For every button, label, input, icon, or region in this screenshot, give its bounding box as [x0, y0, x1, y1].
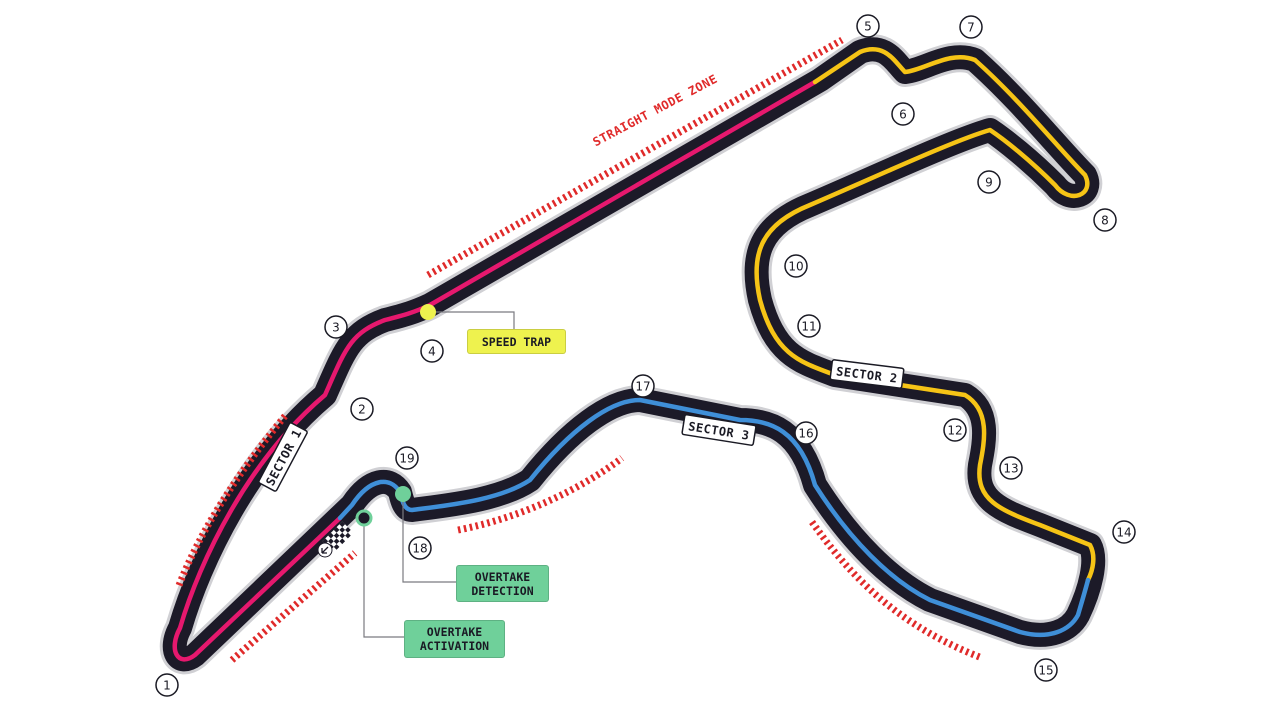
turn-marker-2: 2: [350, 397, 374, 421]
turn-number: 14: [1116, 526, 1131, 540]
speed-trap-marker: [420, 304, 436, 320]
speed-trap-leader: [428, 311, 515, 332]
turn-marker-15: 15: [1034, 658, 1058, 682]
overtake-activation-leader: [363, 518, 404, 638]
turn-marker-16: 16: [794, 421, 818, 445]
overtake-activation-label-line1: OVERTAKE: [426, 625, 483, 639]
turn-number: 13: [1003, 462, 1018, 476]
turn-circle: [350, 397, 374, 421]
turn-circle: [395, 446, 419, 470]
turn-marker-17: 17: [631, 374, 655, 398]
turn-circle: [420, 339, 444, 363]
speed-trap-label: SPEED TRAP: [481, 334, 552, 349]
turn-marker-9: 9: [977, 170, 1001, 194]
turn-number: 11: [801, 320, 816, 334]
turn-circle: [943, 418, 967, 442]
turn-marker-18: 18: [408, 536, 432, 560]
turn-circle: [797, 314, 821, 338]
turn-circle: [631, 374, 655, 398]
overtake-activation-label-line2: ACTIVATION: [419, 639, 490, 653]
turn-number: 8: [1101, 214, 1109, 228]
turn-circle: [794, 421, 818, 445]
turn-circle: [408, 536, 432, 560]
turn-number: 18: [412, 542, 427, 556]
turn-circle: [977, 170, 1001, 194]
turn-circle: [1034, 658, 1058, 682]
turn-marker-10: 10: [784, 254, 808, 278]
turn-circle: [324, 315, 348, 339]
turn-number: 19: [399, 452, 414, 466]
turn-circle: [1112, 520, 1136, 544]
speed-trap-callout: SPEED TRAP: [467, 329, 566, 354]
turn-marker-4: 4: [420, 339, 444, 363]
turn-number: 16: [798, 427, 813, 441]
turn-number: 10: [788, 260, 803, 274]
turn-number: 6: [899, 108, 907, 122]
turn-marker-1: 1: [155, 673, 179, 697]
turn-marker-11: 11: [797, 314, 821, 338]
turn-marker-13: 13: [999, 456, 1023, 480]
turn-marker-7: 7: [959, 15, 983, 39]
turn-marker-12: 12: [943, 418, 967, 442]
turn-number: 17: [635, 380, 650, 394]
zone-start-finish-left: [174, 413, 288, 590]
overtake-detection-label-line2: DETECTION: [471, 583, 534, 598]
turn-number: 5: [864, 20, 872, 34]
overtake-detection-marker: [395, 486, 411, 502]
zone-kemmel-straight: [426, 36, 844, 279]
turn-marker-3: 3: [324, 315, 348, 339]
turn-number: 7: [967, 21, 975, 35]
turn-circle: [999, 456, 1023, 480]
turn-marker-19: 19: [395, 446, 419, 470]
turn-number: 1: [163, 679, 171, 693]
overtake-activation-callout: OVERTAKE ACTIVATION: [404, 620, 505, 658]
turn-number: 9: [985, 176, 993, 190]
turn-number: 2: [358, 403, 366, 417]
turn-marker-6: 6: [891, 102, 915, 126]
turn-marker-14: 14: [1112, 520, 1136, 544]
overtake-detection-label-line1: OVERTAKE: [474, 569, 531, 584]
turn-circle: [856, 14, 880, 38]
turn-circle: [784, 254, 808, 278]
turn-marker-5: 5: [856, 14, 880, 38]
turn-number: 12: [947, 424, 962, 438]
turn-circle: [959, 15, 983, 39]
turn-circle: [155, 673, 179, 697]
turn-circle: [891, 102, 915, 126]
turn-number: 3: [332, 321, 340, 335]
turn-circle: [1093, 208, 1117, 232]
sector-2-label: SECTOR 2: [829, 359, 905, 389]
overtake-detection-callout: OVERTAKE DETECTION: [456, 565, 549, 602]
zone-blanchimont: [809, 519, 984, 662]
straight-mode-zones: [174, 36, 984, 663]
sector-2-line: [754, 47, 1096, 583]
overtake-detection-leader: [402, 494, 456, 583]
sector-3-line: [337, 397, 1091, 638]
turn-number: 4: [428, 345, 436, 359]
sector-3-label: SECTOR 3: [681, 414, 757, 446]
turn-marker-8: 8: [1093, 208, 1117, 232]
turn-number: 15: [1038, 664, 1053, 678]
direction-arrow-icon: [317, 542, 333, 558]
overtake-activation-marker: [355, 509, 373, 527]
